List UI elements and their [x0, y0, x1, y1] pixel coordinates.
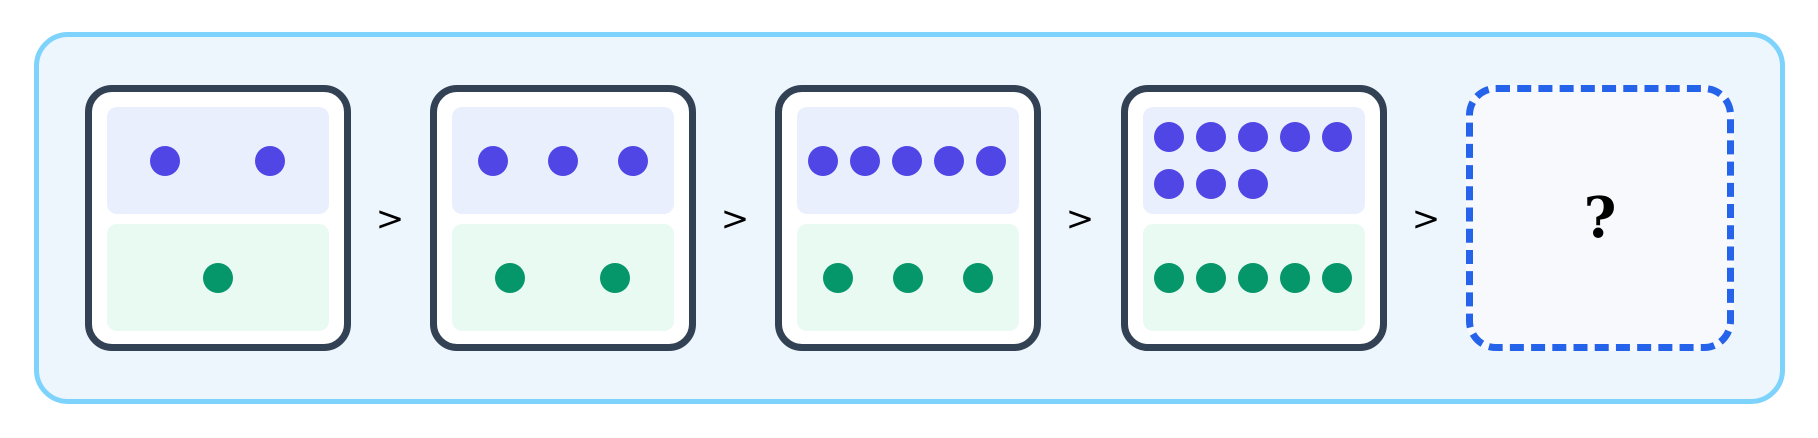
answer-placeholder: ? — [1583, 185, 1617, 251]
sequence-frame-2 — [430, 85, 696, 351]
green-dot — [823, 263, 853, 293]
purple-dot — [1196, 169, 1226, 199]
sequence-separator: > — [1411, 199, 1441, 239]
sequence-separator: > — [720, 199, 750, 239]
green-dot — [1238, 263, 1268, 293]
green-dot — [1196, 263, 1226, 293]
purple-dot — [850, 146, 880, 176]
green-dot — [203, 263, 233, 293]
bottom-region — [107, 224, 329, 331]
sequence-frame-3 — [775, 85, 1041, 351]
purple-dot — [478, 146, 508, 176]
purple-dot — [1238, 169, 1268, 199]
green-dot — [600, 263, 630, 293]
top-region — [1143, 107, 1365, 214]
green-dot — [1322, 263, 1352, 293]
green-dot — [1154, 263, 1184, 293]
bottom-region — [1143, 224, 1365, 331]
purple-dot — [934, 146, 964, 176]
purple-dot — [255, 146, 285, 176]
purple-dot — [618, 146, 648, 176]
purple-dot — [976, 146, 1006, 176]
purple-dot — [1322, 122, 1352, 152]
green-dot — [893, 263, 923, 293]
top-region — [452, 107, 674, 214]
top-region — [107, 107, 329, 214]
green-dot — [963, 263, 993, 293]
answer-slot[interactable]: ? — [1466, 85, 1734, 351]
purple-dot — [1196, 122, 1226, 152]
purple-dot — [1238, 122, 1268, 152]
sequence-separator: > — [375, 199, 405, 239]
sequence-separator: > — [1065, 199, 1095, 239]
purple-dot — [892, 146, 922, 176]
top-region — [797, 107, 1019, 214]
sequence-frame-4 — [1121, 85, 1387, 351]
purple-dot — [150, 146, 180, 176]
purple-dot — [548, 146, 578, 176]
purple-dot — [1280, 122, 1310, 152]
purple-dot — [808, 146, 838, 176]
green-dot — [1280, 263, 1310, 293]
green-dot — [495, 263, 525, 293]
sequence-frame-1 — [85, 85, 351, 351]
purple-dot — [1154, 122, 1184, 152]
bottom-region — [452, 224, 674, 331]
bottom-region — [797, 224, 1019, 331]
purple-dot — [1154, 169, 1184, 199]
